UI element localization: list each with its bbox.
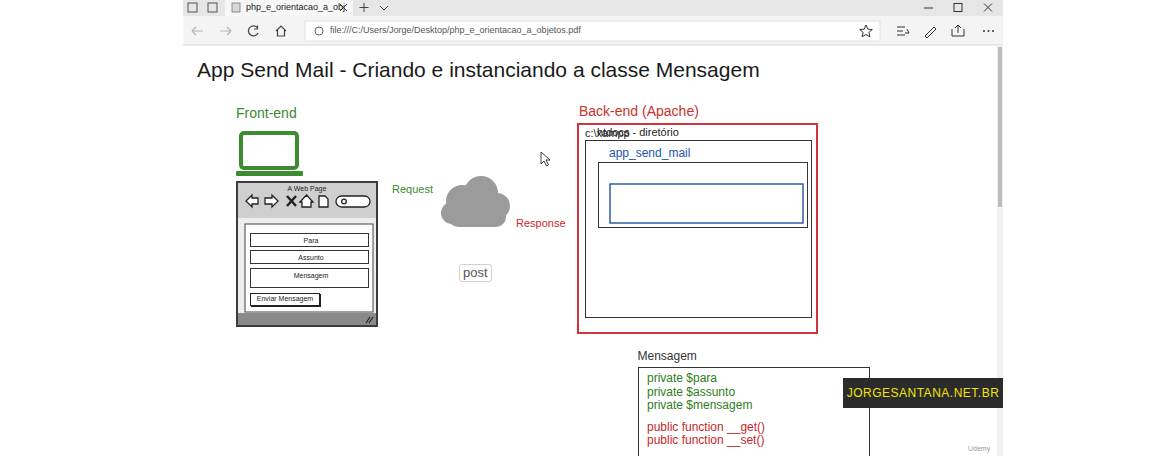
section-heading-holder: Front-end [236, 105, 297, 122]
address-text-holder: file:///C:/Users/Jorge/Desktop/php_e_ori… [330, 25, 581, 36]
refresh-icon [248, 26, 258, 36]
field-label: Mensagem [251, 269, 368, 282]
folder-label: app_send_mail [599, 141, 807, 160]
mockup-page-icon [319, 196, 328, 207]
edge-label-holder: Request [392, 183, 433, 196]
favorite-icon [860, 25, 873, 37]
form-field: Para [250, 233, 369, 247]
mockup-search-box [336, 196, 370, 207]
pen-icon [925, 27, 936, 38]
tab-menu [380, 6, 388, 10]
watermark-logo: Udemy [968, 444, 990, 453]
slide-title: App Send Mail - Criando e instanciando a… [197, 58, 760, 82]
class-member: private $assunto [639, 386, 869, 400]
mockup-background [237, 182, 377, 326]
app-folder-box: app_send_mail [598, 162, 808, 228]
mockup-stop-icon [287, 196, 296, 206]
mockup-forward-icon [265, 195, 278, 207]
toolbar-border [183, 45, 1003, 46]
tab-icon [188, 3, 197, 12]
form-field: Assunto [250, 250, 369, 264]
tab-title: php_e_orientacao_a_obj [246, 2, 345, 13]
server-box: Back-end (Apache)c:\xampphtdocs - diretó… [577, 123, 818, 334]
share-icon [952, 25, 964, 36]
mockup-back-icon [246, 195, 258, 207]
button-label: Enviar Mensagem [251, 294, 319, 304]
forward-icon [220, 27, 231, 35]
edge-label-holder: Response [516, 217, 566, 230]
favorites-list-icon [897, 27, 909, 35]
minimize-icon [924, 8, 933, 9]
browser-window [183, 0, 1003, 456]
address-bar [183, 16, 1003, 45]
menu-dot [992, 30, 994, 32]
laptop-screen [241, 133, 297, 168]
mockup-resize-grip [366, 317, 373, 323]
box-label: Back-end (Apache) [579, 103, 816, 120]
title-holder: App Send Mail - Criando e instanciando a… [197, 58, 760, 82]
menu-dot [983, 30, 985, 32]
mockup-toolbar [237, 182, 377, 218]
close-icon [984, 4, 992, 12]
window-title: A Web Page [238, 183, 376, 193]
field-label: Para [251, 234, 368, 247]
url-box [305, 21, 880, 41]
refresh-icon [254, 26, 258, 30]
mockup-home-icon [300, 195, 313, 207]
folder-box: htdocs - diretórioapp_send_mail [585, 140, 812, 318]
menu-dot [988, 30, 990, 32]
home-icon [276, 26, 286, 36]
back-icon [192, 27, 203, 35]
browser-tab [225, 0, 353, 16]
class-member: private $mensagem [639, 399, 869, 413]
class-member: private $para [639, 372, 869, 386]
mouse-cursor [541, 152, 550, 166]
edge-label: post [459, 264, 492, 282]
edge-label-holder: post [459, 264, 492, 282]
submit-button: Enviar Mensagem [250, 293, 320, 306]
cloud-part [448, 205, 506, 227]
maximize-icon [954, 4, 962, 12]
tab-title-holder: php_e_orientacao_a_obj [246, 2, 345, 13]
field-label: Assunto [251, 251, 368, 264]
edge-label: Request [392, 183, 433, 196]
folder-label: htdocs - diretório [586, 119, 811, 139]
laptop-base [236, 171, 303, 176]
mockup-search-icon [342, 199, 347, 204]
cloud-icon [441, 176, 510, 227]
edge-label: Response [516, 217, 566, 230]
mockup-status-bar [237, 313, 377, 326]
address-text: file:///C:/Users/Jorge/Desktop/php_e_ori… [330, 25, 581, 36]
section-heading: Front-end [236, 105, 297, 122]
scrollbar-thumb [998, 47, 1002, 207]
tab-icon [208, 3, 217, 12]
class-box: Mensagemprivate $paraprivate $assuntopri… [638, 367, 870, 456]
app-content-box [610, 184, 803, 223]
new-tab [360, 3, 369, 12]
form-field: Mensagem [250, 268, 369, 288]
info-icon [315, 27, 323, 35]
tab-strip [183, 0, 1003, 16]
watermark: JORGESANTANA.NET.BR [843, 378, 1003, 408]
web-page-mockup: A Web PageParaAssuntoMensagemEnviar Mens… [236, 181, 378, 327]
mockup-form-area [245, 224, 373, 312]
class-member: public function __get() [639, 421, 869, 435]
class-member: Mensagem [638, 349, 870, 364]
watermark-holder: JORGESANTANA.NET.BR [843, 378, 1003, 408]
tab-favicon [232, 3, 240, 12]
watermark-logo-holder: Udemy [968, 444, 990, 453]
class-member: public function __set() [639, 434, 869, 448]
